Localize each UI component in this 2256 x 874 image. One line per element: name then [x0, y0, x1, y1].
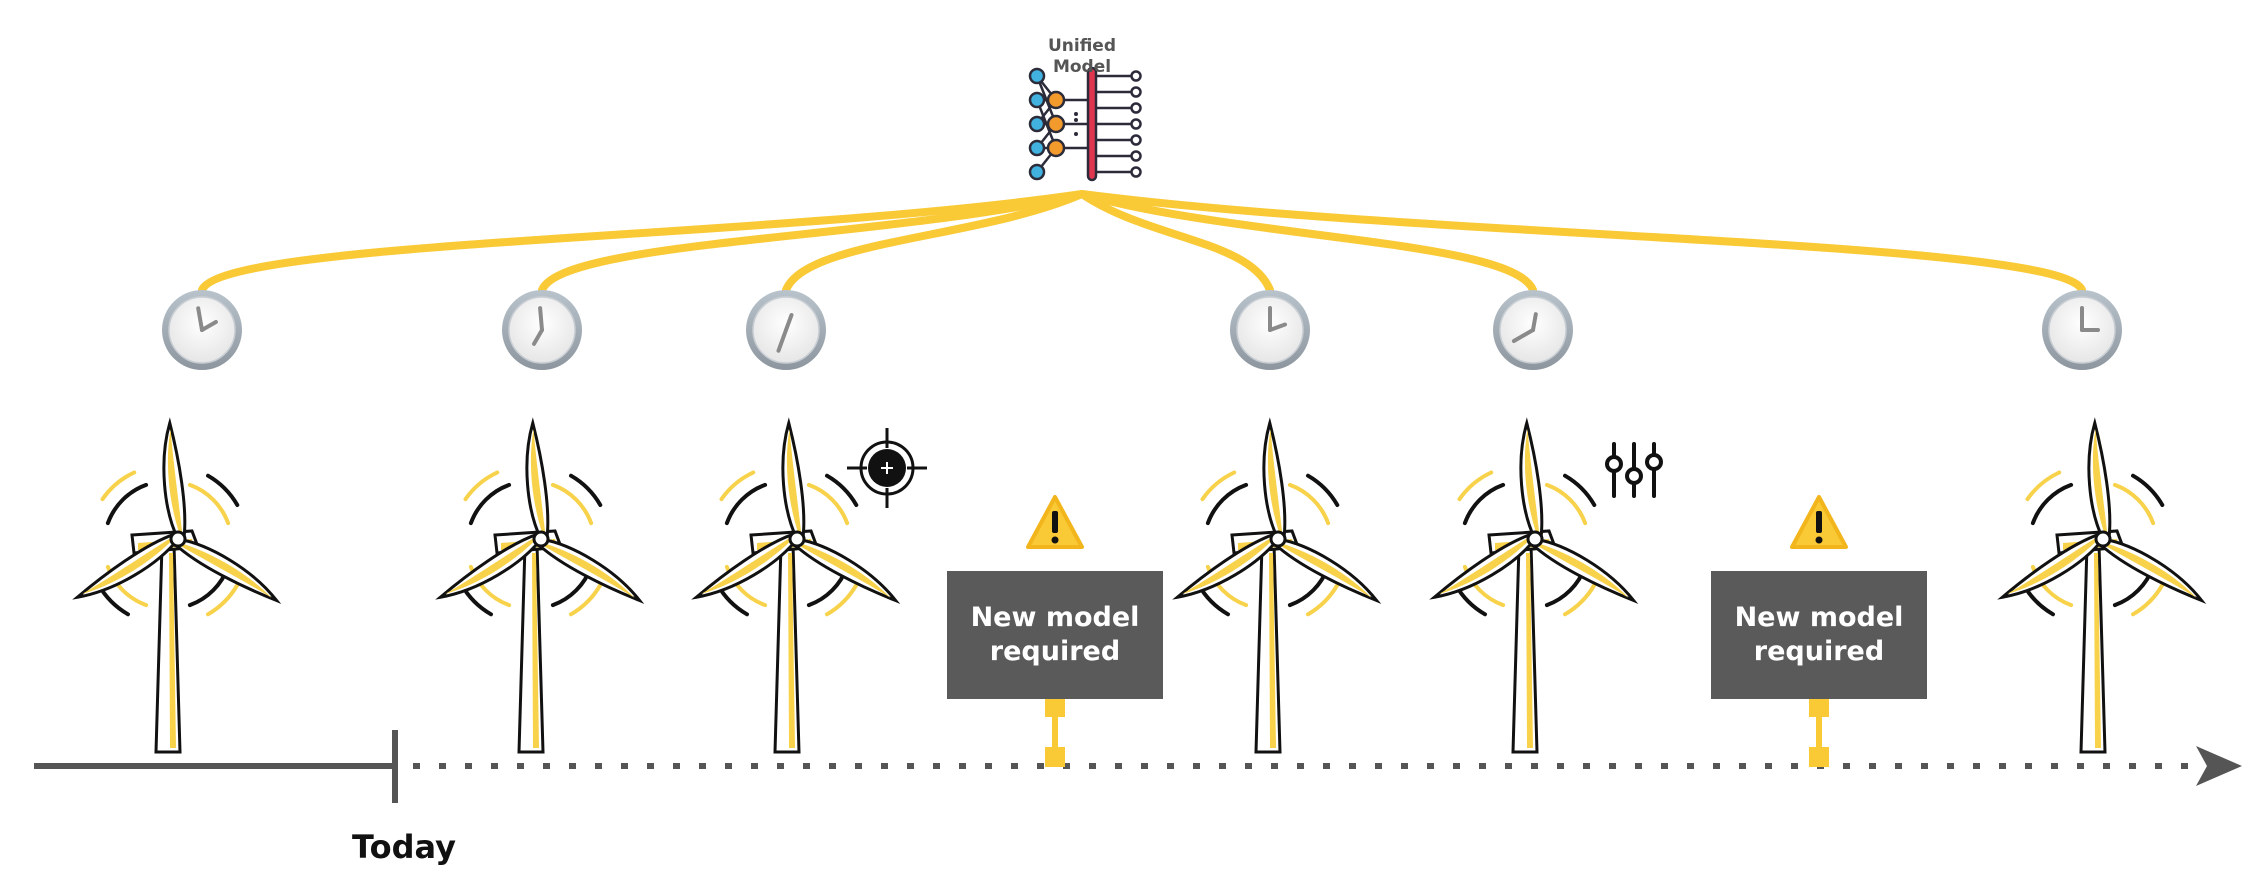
connector-line — [1078, 190, 2086, 294]
connector-line — [198, 190, 1086, 294]
clock-row — [162, 290, 2122, 370]
connector-line — [538, 190, 1086, 294]
turbine-row — [72, 417, 2207, 754]
clock-icon — [502, 290, 582, 370]
target-icon — [847, 428, 927, 508]
clock-icon — [162, 290, 242, 370]
model-title-line2: Model — [1052, 57, 1112, 77]
notice-line2: required — [1753, 636, 1885, 667]
model-connectors — [198, 190, 2086, 294]
timeline — [34, 730, 2242, 803]
clock-icon — [746, 290, 826, 370]
warning-icon — [1790, 495, 1848, 549]
notice-graphics — [1026, 495, 1848, 767]
wind-turbine-icon — [691, 417, 901, 754]
connector-line — [1078, 190, 1537, 294]
clock-icon — [1493, 290, 1573, 370]
arrow-head-icon — [2196, 746, 2242, 786]
clock-icon — [2042, 290, 2122, 370]
new-model-required-box: New model required — [947, 571, 1163, 699]
neural-network-icon — [1028, 66, 1142, 182]
notice-line1: New model — [970, 602, 1140, 633]
notice-line2: required — [989, 636, 1121, 667]
notice-line1: New model — [1734, 602, 1904, 633]
sliders-icon — [1605, 442, 1663, 498]
wind-turbine-icon — [72, 417, 282, 754]
notice-connector — [1045, 699, 1065, 767]
model-title-line1: Unified — [1047, 36, 1117, 56]
notice-connector — [1809, 699, 1829, 767]
connector-line — [782, 190, 1086, 294]
connector-line — [1078, 190, 1274, 294]
model-title: Unified Model — [1012, 36, 1152, 78]
clock-icon — [1230, 290, 1310, 370]
warning-icon — [1026, 495, 1084, 549]
wind-turbine-icon — [1172, 417, 1382, 754]
wind-turbine-icon — [1997, 417, 2207, 754]
new-model-required-box: New model required — [1711, 571, 1927, 699]
today-label: Today — [352, 828, 456, 866]
wind-turbine-icon — [1429, 417, 1639, 754]
wind-turbine-icon — [435, 417, 645, 754]
